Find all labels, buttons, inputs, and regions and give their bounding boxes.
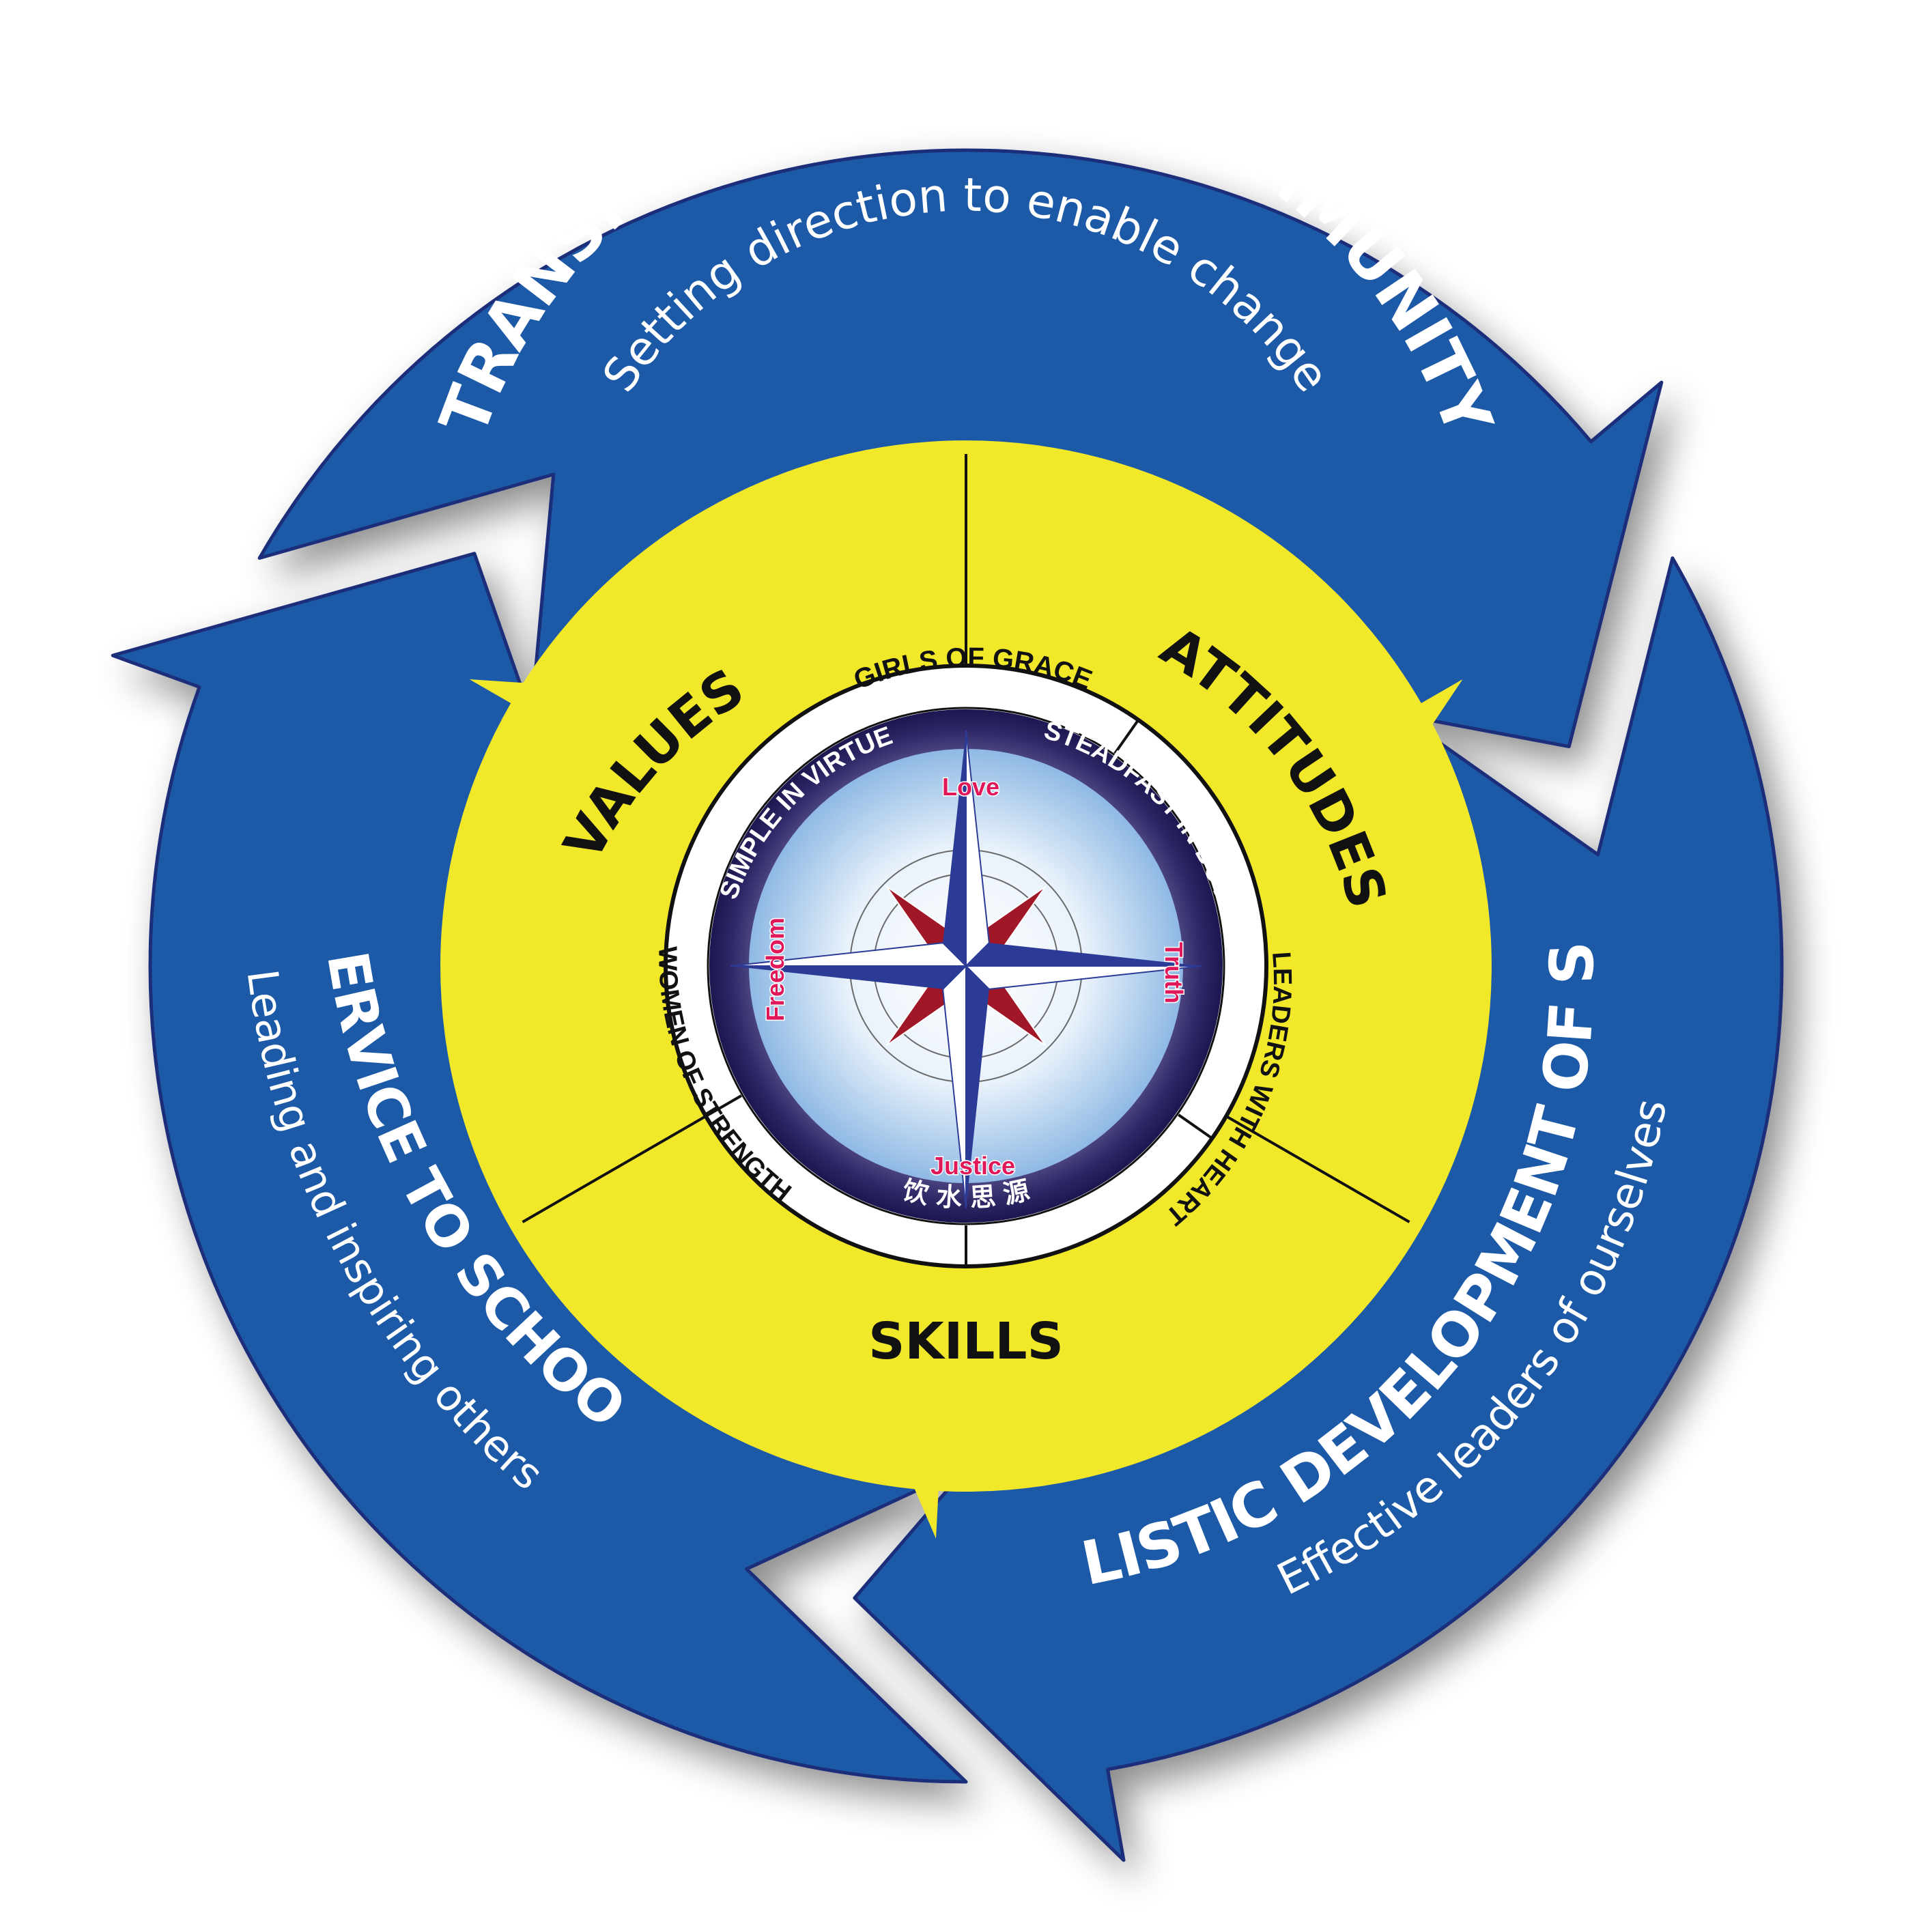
yellow-arrow-skills xyxy=(860,703,1492,1539)
compass-cardinal-light-4 xyxy=(730,942,968,967)
white-ring-divider-1 xyxy=(1113,720,1139,754)
yellow-arrow-values xyxy=(440,679,966,1492)
yellow-divider-2 xyxy=(1219,1111,1410,1223)
compass-north-love: Love xyxy=(942,773,999,801)
compass-cardinal-dark-2 xyxy=(966,943,1202,966)
compass-west-freedom: Freedom xyxy=(761,918,789,1021)
compass-rose xyxy=(730,730,1202,1209)
compass-cardinal-dark-1 xyxy=(943,730,966,966)
compass-south-justice: Justice xyxy=(931,1152,1015,1180)
yellow-divider-3 xyxy=(522,1111,713,1223)
white-ring-divider-2 xyxy=(1178,1113,1212,1139)
compass-cardinal-dark-3 xyxy=(966,966,989,1208)
compass-cardinal-dark-4 xyxy=(730,966,966,989)
yellow-arrow-attitudes xyxy=(511,440,1463,840)
white-ring-divider-4 xyxy=(706,1094,742,1117)
compass-east-truth: Truth xyxy=(1160,942,1188,1004)
white-ring-inner-edge xyxy=(707,707,1225,1225)
skills-label: SKILLS xyxy=(868,1312,1064,1371)
